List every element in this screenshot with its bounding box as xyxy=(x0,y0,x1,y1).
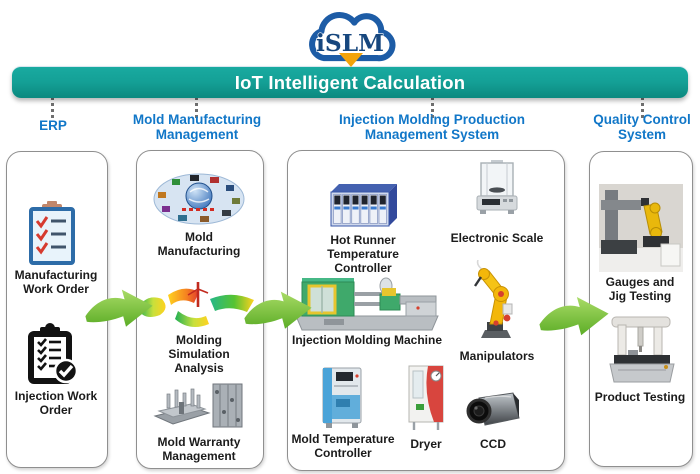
robot-gauge-photo-image xyxy=(599,184,683,272)
islm-cloud-logo: iSLM xyxy=(309,11,396,62)
section-title-erp: ERP xyxy=(39,118,67,133)
label-injection-work-order: Injection Work Order xyxy=(14,389,98,418)
iot-banner-title: IoT Intelligent Calculation xyxy=(234,71,466,93)
dotted-connector-mold xyxy=(195,97,198,118)
cmm-machine-image xyxy=(609,316,675,383)
clipboard-checklist-icon xyxy=(29,201,75,265)
section-title-mold: Mold Manufacturing Management xyxy=(132,112,262,143)
mold-manufacturing-collage-image xyxy=(153,173,245,225)
label-mold-warranty-management: Mold Warranty Management xyxy=(157,435,241,464)
dotted-connector-erp xyxy=(51,97,54,118)
iot-banner: IoT Intelligent Calculation xyxy=(12,66,688,98)
cloud-pointer-triangle-icon xyxy=(339,53,363,67)
electronic-scale-image xyxy=(476,160,518,214)
label-electronic-scale: Electronic Scale xyxy=(450,231,544,245)
hot-runner-controller-image xyxy=(330,184,397,227)
label-dryer: Dryer xyxy=(410,437,442,451)
label-molding-simulation-analysis: Molding Simulation Analysis xyxy=(168,333,230,376)
mold-temperature-controller-image xyxy=(322,367,362,428)
label-product-testing: Product Testing xyxy=(594,390,686,404)
steel-mold-image xyxy=(153,383,243,428)
clipboard-check-badge-icon xyxy=(28,323,79,384)
injection-molding-machine-image xyxy=(295,277,439,331)
section-title-qc: Quality Control System xyxy=(593,112,691,143)
label-injection-molding-machine: Injection Molding Machine xyxy=(292,333,442,347)
flow-arrow-erp-to-mold-icon xyxy=(85,289,153,327)
label-mold-temperature-controller: Mold Temperature Controller xyxy=(291,432,395,461)
label-manufacturing-work-order: Manufacturing Work Order xyxy=(14,268,98,297)
flow-arrow-mold-to-injection-icon xyxy=(244,291,312,329)
dotted-connector-injection xyxy=(431,97,434,118)
flow-arrow-injection-to-qc-icon xyxy=(539,297,609,336)
label-manipulators: Manipulators xyxy=(459,349,535,363)
ccd-camera-image xyxy=(466,392,520,426)
label-hot-runner-temperature-controller: Hot Runner Temperature Controller xyxy=(327,233,399,276)
cloud-icon xyxy=(309,11,396,62)
dryer-image xyxy=(408,365,444,430)
islm-logo-text: iSLM xyxy=(316,29,384,57)
label-gauges-and-jig-testing: Gauges and Jig Testing xyxy=(605,275,675,304)
label-mold-manufacturing: Mold Manufacturing xyxy=(157,230,241,259)
label-ccd: CCD xyxy=(480,437,506,451)
robot-arm-image xyxy=(474,260,513,338)
dotted-connector-qc xyxy=(641,97,644,118)
section-title-injection: Injection Molding Production Management … xyxy=(339,112,525,143)
